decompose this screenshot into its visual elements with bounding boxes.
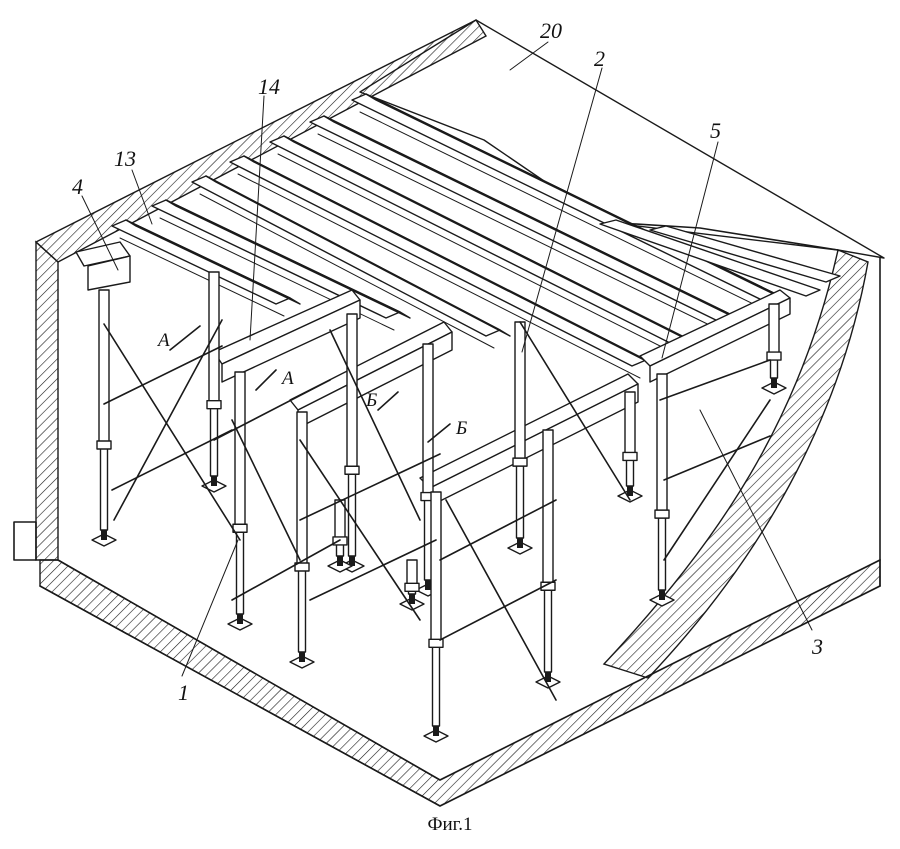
girder-c-face <box>429 383 639 507</box>
girder-end-left-front <box>87 255 131 291</box>
prop-9 <box>507 321 533 555</box>
prop-11 <box>649 373 675 607</box>
section-mark-b1: Б <box>365 390 377 411</box>
prop-8 <box>535 429 561 689</box>
floor-front-hatch <box>39 558 881 807</box>
props <box>91 271 787 743</box>
label-2: 2 <box>594 46 605 71</box>
prop-5 <box>289 411 315 669</box>
label-1: 1 <box>178 680 189 705</box>
floor-bottom-edge <box>39 585 881 807</box>
right-curved-wall <box>602 249 869 679</box>
beam-row-4 <box>229 155 657 379</box>
label-14: 14 <box>258 74 280 99</box>
label-4: 4 <box>72 174 83 199</box>
cross-girders <box>75 241 791 507</box>
prop-1 <box>91 289 117 547</box>
beam-row-6 <box>151 199 411 331</box>
label-13: 13 <box>114 146 136 171</box>
left-wall-vertical-hatch <box>35 240 59 561</box>
section-mark-a2: А <box>280 368 294 389</box>
beam-row-9 <box>649 225 841 283</box>
section-mark-a1: А <box>156 330 170 351</box>
bracing <box>103 319 771 701</box>
prop-3 <box>227 371 253 631</box>
girder-a-face <box>221 299 361 383</box>
prop-12 <box>761 303 787 395</box>
beam-row-8 <box>599 219 821 297</box>
leader-lines <box>81 41 813 677</box>
prop-14 <box>399 559 425 611</box>
prop-10 <box>617 391 643 503</box>
left-notch <box>13 521 37 561</box>
beam-row-3 <box>269 135 701 359</box>
label-5: 5 <box>710 118 721 143</box>
label-3: 3 <box>811 634 823 659</box>
prop-7 <box>423 491 449 743</box>
beam-row-7 <box>111 219 301 317</box>
girder-d-face <box>649 297 791 383</box>
girder-c <box>419 373 639 489</box>
floor-edge <box>57 559 881 781</box>
prop-13 <box>327 499 353 573</box>
section-mark-b2: Б <box>455 418 467 439</box>
figure-caption: Фиг.1 <box>427 814 473 835</box>
ceiling-slope <box>603 221 839 251</box>
label-20: 20 <box>540 18 562 43</box>
